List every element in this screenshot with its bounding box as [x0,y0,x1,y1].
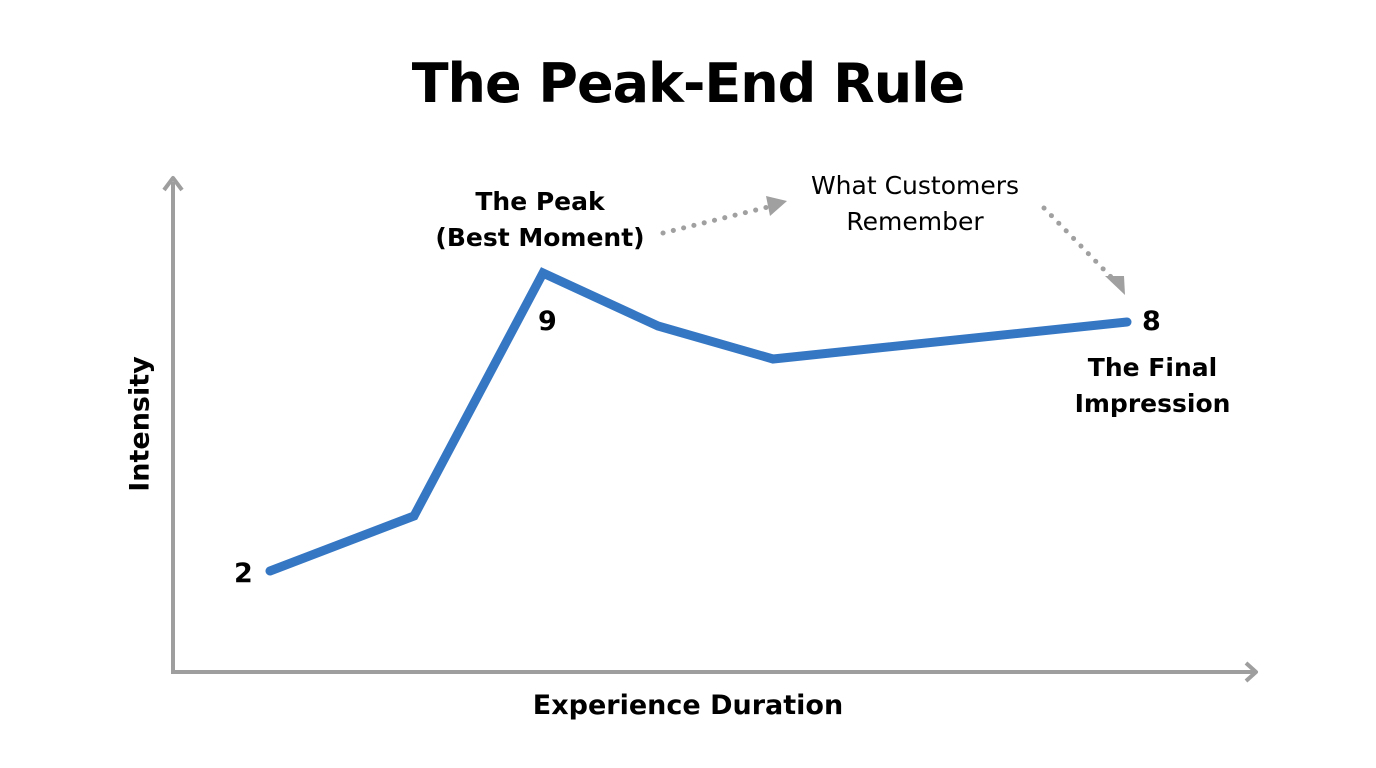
end-value-label: 8 [1142,306,1161,337]
final-annotation-line1: The Final [1087,353,1218,382]
x-axis [171,661,1258,683]
peak-value-label: 9 [538,306,557,337]
peak-annotation-line1: The Peak [475,187,605,216]
chart-title: The Peak-End Rule [411,52,966,115]
y-axis-label: Intensity [124,356,156,492]
dotted-arrow-remember-to-final [1041,205,1125,295]
peak-annotation-line2: (Best Moment) [435,223,645,252]
remember-annotation-line2: Remember [846,207,984,236]
final-annotation: The Final Impression [1050,350,1255,422]
intensity-line [265,267,1132,576]
dotted-arrow-peak-to-remember [660,196,787,236]
start-value-label: 2 [234,558,253,589]
final-annotation-line2: Impression [1074,389,1231,418]
peak-annotation: The Peak (Best Moment) [410,184,670,256]
remember-annotation: What Customers Remember [770,168,1060,240]
y-axis [162,176,184,672]
remember-annotation-line1: What Customers [810,171,1020,200]
x-axis-label: Experience Duration [532,690,844,721]
